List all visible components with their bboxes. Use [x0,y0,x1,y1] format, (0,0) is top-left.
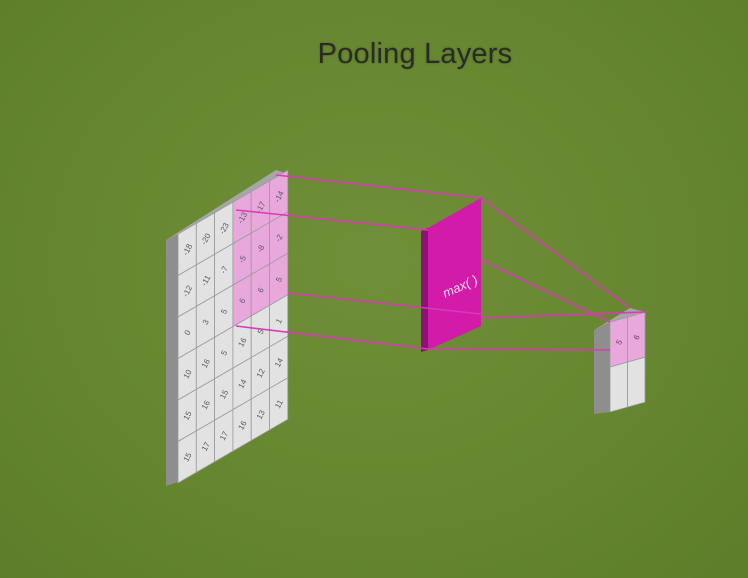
input-grid-value: 5 [219,348,229,357]
max-plane-edge [421,228,428,352]
input-grid-value: 3 [201,318,211,327]
output-grid-edge [594,322,610,414]
input-grid-value: 5 [219,307,229,316]
connector-line [480,259,611,323]
output-grid-cell [627,356,646,408]
input-grid-value: 6 [256,286,266,295]
connector-line [480,311,646,319]
input-grid-value: -2 [273,232,285,243]
connector-line [427,348,611,351]
input-grid-value: 1 [274,317,284,326]
input-grid-value: 6 [237,296,247,305]
input-grid-cell [269,377,289,431]
input-grid-value: -8 [255,243,267,254]
output-grid-cell [609,361,628,413]
input-grid-value: 5 [256,327,266,336]
output-grid-value: 6 [632,333,642,342]
slide-title: Pooling Layers [317,38,513,70]
connector-line [287,292,482,315]
connector-line [480,197,631,309]
input-grid-value: 0 [183,328,193,337]
connector-line [275,174,482,199]
input-grid-value: 5 [274,275,284,284]
connector-lines [235,174,646,351]
input-grid-edge [166,234,178,486]
connector-line [235,209,429,231]
output-grid-value: 5 [614,338,624,347]
input-grid-value: -5 [237,254,249,265]
connector-line [235,325,429,350]
input-grid-value: -7 [219,264,231,275]
